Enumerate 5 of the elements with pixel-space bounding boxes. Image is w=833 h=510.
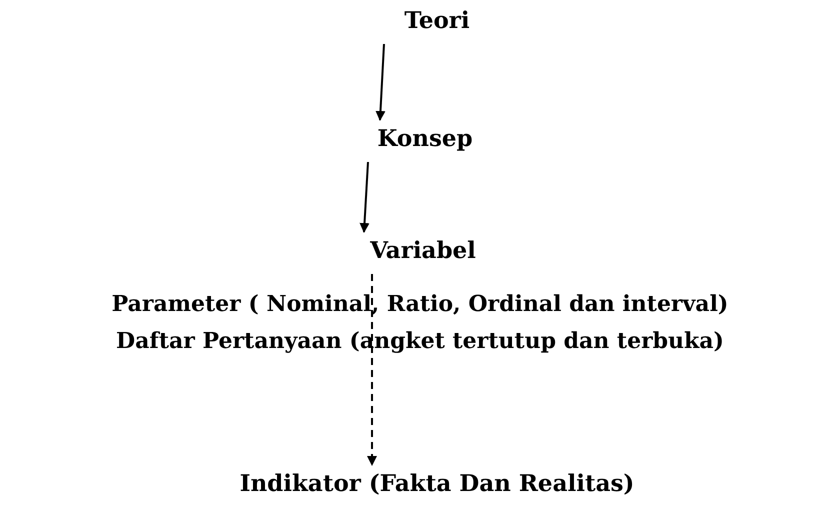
note-text: Daftar Pertanyaan (angket tertutup dan terbuka) bbox=[116, 327, 724, 356]
arrow bbox=[375, 44, 386, 121]
arrow bbox=[367, 274, 377, 466]
arrow bbox=[360, 162, 370, 233]
note-text: Parameter ( Nominal, Ratio, Ordinal dan interval) bbox=[112, 290, 728, 319]
